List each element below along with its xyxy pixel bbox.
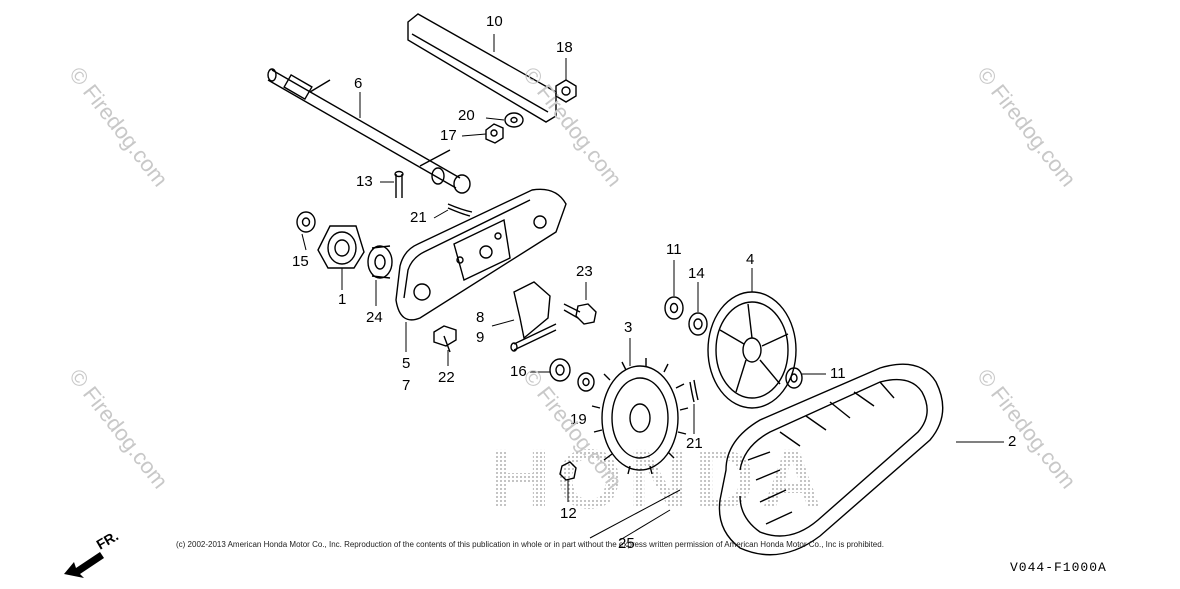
part-11-washer-right <box>785 367 803 389</box>
callout-8: 8 <box>476 309 485 326</box>
callout-20: 20 <box>458 107 475 124</box>
honda-logo-mark: HONDA <box>490 432 828 526</box>
svg-text:HONDA: HONDA <box>490 432 828 526</box>
callout-11: 11 <box>666 241 682 258</box>
callout-11-right: 11 <box>830 365 846 382</box>
front-direction-arrow-icon <box>64 552 104 578</box>
callout-7: 7 <box>402 377 411 394</box>
copyright-notice: (c) 2002-2013 American Honda Motor Co., … <box>176 540 884 549</box>
callout-9: 9 <box>476 329 485 346</box>
callout-15: 15 <box>292 253 309 270</box>
part-21-cotter-pin-right <box>689 379 699 403</box>
part-2-crawler-track <box>718 363 944 556</box>
part-12-bolt <box>559 461 577 481</box>
callout-1: 1 <box>338 291 347 308</box>
part-17-nut <box>485 123 504 144</box>
callout-10: 10 <box>486 13 503 30</box>
callout-6: 6 <box>354 75 363 92</box>
callout-5: 5 <box>402 355 411 372</box>
part-4-idler-wheel <box>707 291 797 409</box>
callout-24: 24 <box>366 309 383 326</box>
part-23-bolt <box>563 303 597 325</box>
callout-18: 18 <box>556 39 573 56</box>
part-5-chain-case <box>395 188 567 321</box>
callout-16: 16 <box>510 363 527 380</box>
part-20-washer <box>504 112 524 128</box>
part-13-pin <box>394 170 404 198</box>
part-19-washer <box>577 372 595 392</box>
leader-lines <box>301 34 1004 541</box>
part-8-9-tension-arm <box>510 281 557 352</box>
callout-13: 13 <box>356 173 373 190</box>
callout-12: 12 <box>560 505 577 522</box>
callout-14: 14 <box>688 265 705 282</box>
callout-17: 17 <box>440 127 457 144</box>
diagram-reference-code: V044-F1000A <box>1010 560 1107 575</box>
part-3-drive-wheel <box>591 358 689 475</box>
callout-22: 22 <box>438 369 455 386</box>
callout-4: 4 <box>746 251 755 268</box>
part-21-cotter-pin <box>447 203 473 217</box>
callout-21: 21 <box>410 209 427 226</box>
callout-21-right: 21 <box>686 435 703 452</box>
part-6-shaft <box>267 68 471 194</box>
part-22-bolt <box>433 325 457 353</box>
part-1-bearing-housing <box>317 225 365 269</box>
callout-19: 19 <box>570 411 587 428</box>
part-14-collar <box>688 312 708 336</box>
part-11-washer <box>664 296 684 320</box>
part-10-bracket <box>407 13 557 123</box>
callout-25: 25 <box>618 535 635 552</box>
callout-2: 2 <box>1008 433 1017 450</box>
part-24-bearing <box>367 245 393 279</box>
callout-3: 3 <box>624 319 633 336</box>
part-16-collar <box>549 358 571 382</box>
part-15-washer <box>296 211 316 233</box>
callout-23: 23 <box>576 263 593 280</box>
